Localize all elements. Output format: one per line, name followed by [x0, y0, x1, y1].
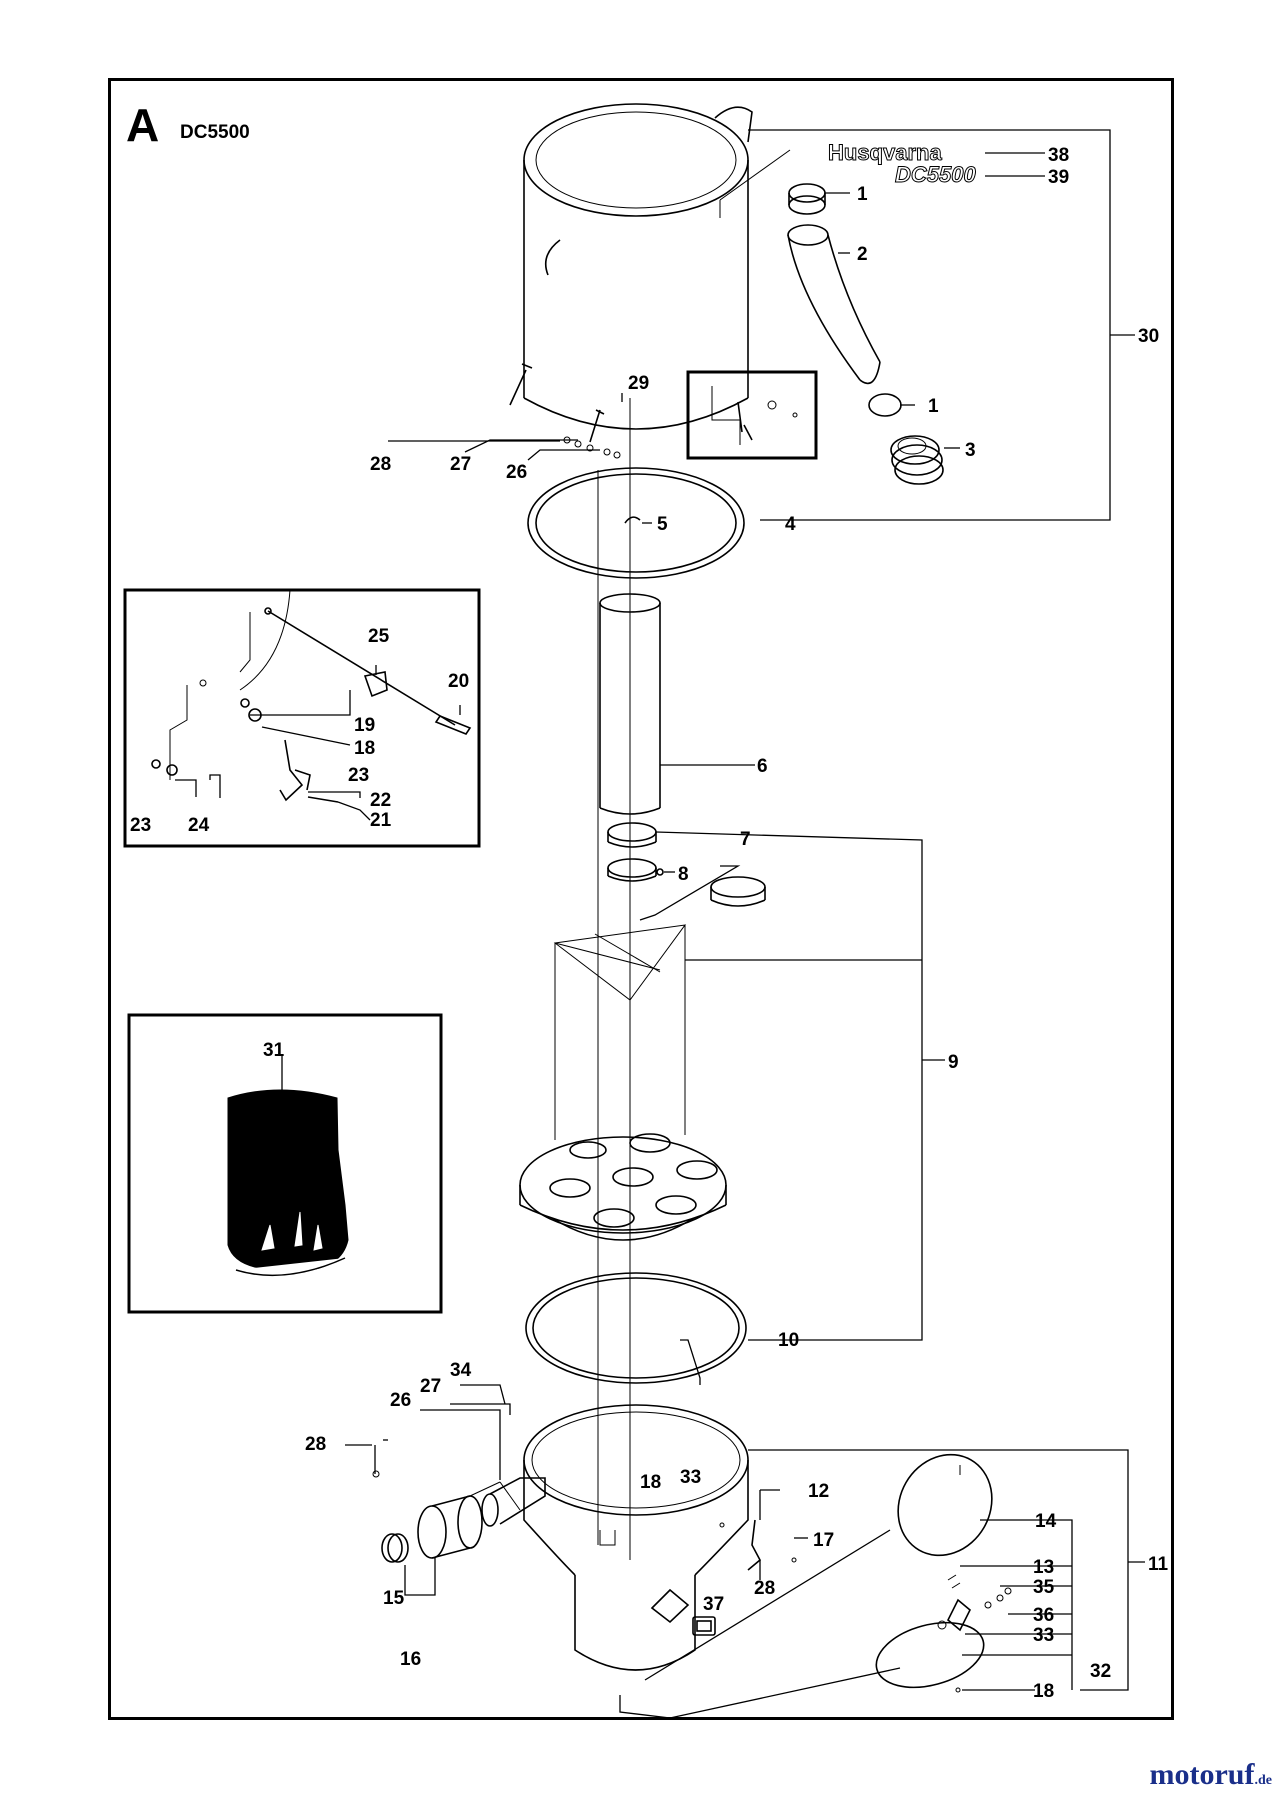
brand-model-decal: DC5500: [895, 162, 976, 187]
callout-18-bottom: 18: [1033, 1681, 1054, 1702]
inner-tube-6: [599, 593, 661, 815]
callout-27-bottom: 27: [420, 1376, 441, 1397]
callout-1-top: 1: [857, 184, 868, 205]
callout-16: 16: [400, 1649, 421, 1670]
callout-17: 17: [813, 1530, 834, 1551]
callout-31: 31: [263, 1040, 285, 1061]
watermark-logo: motoruf.de: [1149, 1758, 1272, 1791]
callout-27-top: 27: [450, 454, 471, 475]
callout-25: 25: [368, 626, 390, 647]
callout-15: 15: [383, 1588, 405, 1609]
brand-logo: Husqvarna: [828, 140, 942, 165]
callout-1-bottom: 1: [928, 396, 939, 417]
callout-28-left: 28: [305, 1434, 326, 1455]
model-title: DC5500: [180, 122, 250, 143]
hose-assembly: [787, 183, 944, 485]
callout-35: 35: [1033, 1577, 1055, 1598]
callout-36: 36: [1033, 1605, 1054, 1626]
gasket-ring-10: [525, 1272, 747, 1384]
callout-18-mid: 18: [640, 1472, 661, 1493]
callout-34: 34: [450, 1360, 472, 1381]
disc-14: [897, 1453, 993, 1557]
callout-30: 30: [1138, 326, 1159, 347]
cyclone-assembly-9: [519, 924, 727, 1241]
top-cylinder: [509, 103, 791, 443]
latch-exploded-inset: [123, 588, 481, 848]
callout-19: 19: [354, 715, 375, 736]
callout-10: 10: [778, 1330, 799, 1351]
callout-32: 32: [1090, 1661, 1111, 1682]
callout-3: 3: [965, 440, 976, 461]
callout-14: 14: [1035, 1511, 1057, 1532]
callout-39: 39: [1048, 167, 1069, 188]
callout-23-left: 23: [130, 815, 151, 836]
latch-detail-inset: [686, 370, 818, 460]
diagram-frame: [108, 78, 1174, 1720]
callout-2: 2: [857, 244, 868, 265]
callout-11: 11: [1148, 1554, 1169, 1575]
filter-inset: [127, 1013, 443, 1314]
section-letter: A: [126, 99, 159, 151]
callout-26-bottom: 26: [390, 1390, 411, 1411]
callout-13: 13: [1033, 1557, 1054, 1578]
callout-28-top: 28: [370, 454, 391, 475]
callout-5: 5: [657, 514, 668, 535]
callout-6: 6: [757, 756, 768, 777]
leader-lines: [175, 129, 1145, 1691]
callout-4: 4: [785, 514, 796, 535]
bracket-37: [650, 1588, 716, 1636]
callout-18-inset: 18: [354, 738, 375, 759]
callout-9: 9: [948, 1052, 959, 1073]
top-fasteners: [563, 436, 621, 459]
callout-22: 22: [370, 790, 391, 811]
bottom-latch: [719, 1519, 797, 1571]
callout-28-bottom: 28: [754, 1578, 775, 1599]
rings-7-8: [607, 822, 766, 907]
callout-numbers: 38 39 1 2 30 29 1 3 28 27 26 5 4 6 7 8 9…: [130, 145, 1169, 1702]
gasket-ring-4: [527, 467, 745, 579]
callout-33-bottom: 33: [1033, 1625, 1054, 1646]
callout-26-top: 26: [506, 462, 527, 483]
callout-29: 29: [628, 373, 649, 394]
callout-21: 21: [370, 810, 392, 831]
callout-8: 8: [678, 864, 689, 885]
plate-32: [875, 1574, 1012, 1693]
callout-38: 38: [1048, 145, 1069, 166]
callout-23-inset: 23: [348, 765, 369, 786]
callout-12: 12: [808, 1481, 829, 1502]
callout-33-mid: 33: [680, 1467, 701, 1488]
callout-37: 37: [703, 1594, 724, 1615]
callout-20: 20: [448, 671, 469, 692]
inlet-fitting: [372, 1470, 546, 1563]
callout-7: 7: [740, 829, 751, 850]
callout-24: 24: [188, 815, 210, 836]
